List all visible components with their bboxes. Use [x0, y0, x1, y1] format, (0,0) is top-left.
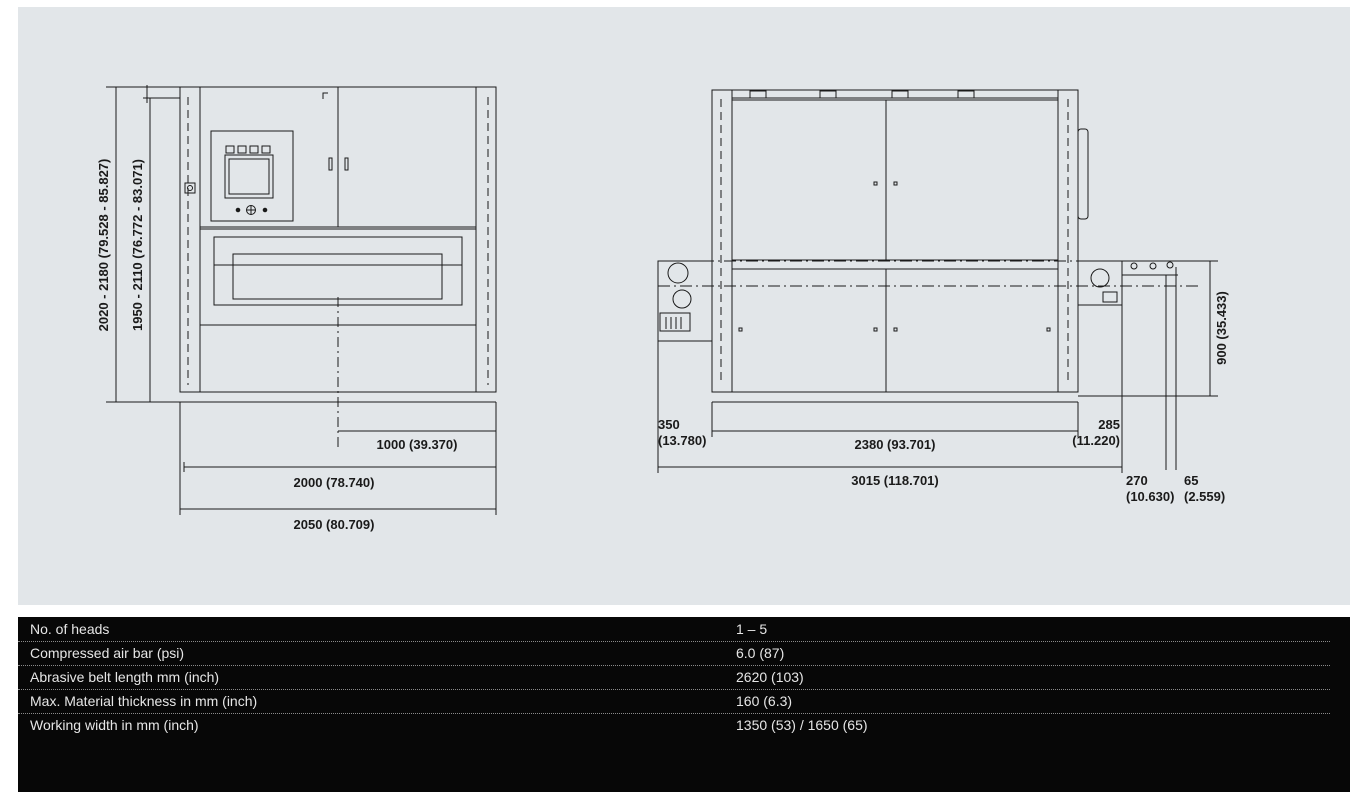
control-panel: [210, 130, 294, 222]
infeed-roller-icon: [667, 262, 689, 284]
infeed-table-frame: [213, 236, 463, 306]
front-cabinet-latch: [322, 92, 328, 99]
top-latch: [819, 90, 837, 98]
side-door-lower-right: [885, 268, 1059, 393]
outfeed-unit-housing: [1077, 260, 1123, 306]
side-right-overhang-in-label: (11.220): [1072, 433, 1120, 448]
spec-value: 160 (6.3): [736, 693, 793, 709]
indicator-dot: [262, 207, 268, 213]
control-button-icon: [225, 145, 235, 154]
side-body-length-label: 2380 (93.701): [855, 437, 936, 452]
spec-row-material-thickness: Max. Material thickness in mm (inch) 160…: [18, 689, 1330, 714]
control-panel-housing: [210, 130, 294, 222]
control-panel-screen: [228, 158, 270, 195]
side-left-post: [711, 89, 733, 393]
side-outer-frame: [711, 89, 1079, 393]
door-lock-icon: [893, 327, 898, 332]
spec-label: Working width in mm (inch): [30, 717, 199, 733]
emergency-switch-knob: [187, 185, 193, 191]
front-height-outer-label: 2020 - 2180 (79.528 - 85.827): [96, 159, 111, 332]
spec-value: 2620 (103): [736, 669, 804, 685]
spec-label: Compressed air bar (psi): [30, 645, 185, 661]
front-height-inner-label: 1950 - 2110 (76.772 - 83.071): [130, 159, 145, 331]
spec-label: Max. Material thickness in mm (inch): [30, 693, 258, 709]
spec-row-working-width: Working width in mm (inch) 1350 (53) / 1…: [18, 713, 1330, 737]
side-left-overhang-mm-label: 350: [658, 417, 680, 432]
specifications-table: No. of heads 1 – 5 Compressed air bar (p…: [18, 617, 1350, 792]
door-lock-icon: [738, 327, 743, 332]
side-total-length-label: 3015 (118.701): [851, 473, 938, 488]
spec-value: 1 – 5: [736, 621, 768, 637]
outfeed-motor-icon: [1102, 291, 1118, 303]
outfeed-bolt-icon: [1130, 262, 1138, 270]
control-panel-screen-bezel: [224, 154, 274, 199]
infeed-unit-housing: [657, 260, 713, 342]
outfeed-bolt-icon: [1166, 261, 1174, 269]
side-door-upper-right: [885, 99, 1059, 261]
side-door-lower-left: [731, 268, 887, 393]
side-door-upper-left: [731, 99, 887, 261]
door-lock-icon: [873, 327, 878, 332]
control-button-icon: [237, 145, 247, 154]
side-cable-duct: [1077, 128, 1089, 220]
outfeed-bolt-icon: [1149, 262, 1157, 270]
side-view: [657, 89, 1218, 473]
front-width-outer-label: 2050 (80.709): [294, 517, 375, 532]
door-lock-icon: [1046, 327, 1051, 332]
control-button-icon: [249, 145, 259, 154]
door-lock-icon: [893, 181, 898, 186]
side-right-overhang-mm-label: 285: [1098, 417, 1120, 432]
top-latch: [957, 90, 975, 98]
outfeed-roller-icon: [1090, 268, 1110, 288]
spec-row-compressed-air: Compressed air bar (psi) 6.0 (87): [18, 641, 1330, 666]
spec-value: 1350 (53) / 1650 (65): [736, 717, 868, 733]
front-right-post: [475, 86, 497, 393]
spec-value: 6.0 (87): [736, 645, 785, 661]
front-door-handle-right: [344, 157, 349, 171]
infeed-unit: [657, 260, 713, 342]
door-lock-icon: [873, 181, 878, 186]
spec-label: Abrasive belt length mm (inch): [30, 669, 220, 685]
side-offset-65-mm-label: 65: [1184, 473, 1198, 488]
emergency-switch-icon: [184, 182, 196, 194]
side-offset-270-in-label: (10.630): [1126, 489, 1174, 504]
spec-row-belt-length: Abrasive belt length mm (inch) 2620 (103…: [18, 665, 1330, 690]
side-table-height-label: 900 (35.433): [1214, 291, 1229, 365]
infeed-table: [232, 253, 443, 300]
front-left-post: [179, 86, 201, 393]
front-door-handle-left: [328, 157, 333, 171]
front-center-offset-label: 1000 (39.370): [377, 437, 458, 452]
drawing-svg: 2020 - 2180 (79.528 - 85.827) 1950 - 211…: [96, 85, 1229, 532]
control-button-icon: [261, 145, 271, 154]
top-latch: [749, 90, 767, 98]
top-latch: [891, 90, 909, 98]
side-offset-270-mm-label: 270: [1126, 473, 1148, 488]
side-left-overhang-in-label: (13.780): [658, 433, 706, 448]
front-width-inner-label: 2000 (78.740): [294, 475, 375, 490]
infeed-roller-icon: [672, 289, 692, 309]
infeed-motor-icon: [659, 312, 691, 332]
side-offset-65-in-label: (2.559): [1184, 489, 1225, 504]
indicator-dot: [235, 207, 241, 213]
infeed-opening: [199, 228, 477, 326]
spec-label: No. of heads: [30, 621, 110, 637]
outfeed-unit: [1077, 260, 1183, 306]
front-view: [106, 85, 497, 515]
technical-drawing-panel: 2020 - 2180 (79.528 - 85.827) 1950 - 211…: [18, 7, 1350, 605]
spec-row-heads: No. of heads 1 – 5: [18, 617, 1330, 642]
